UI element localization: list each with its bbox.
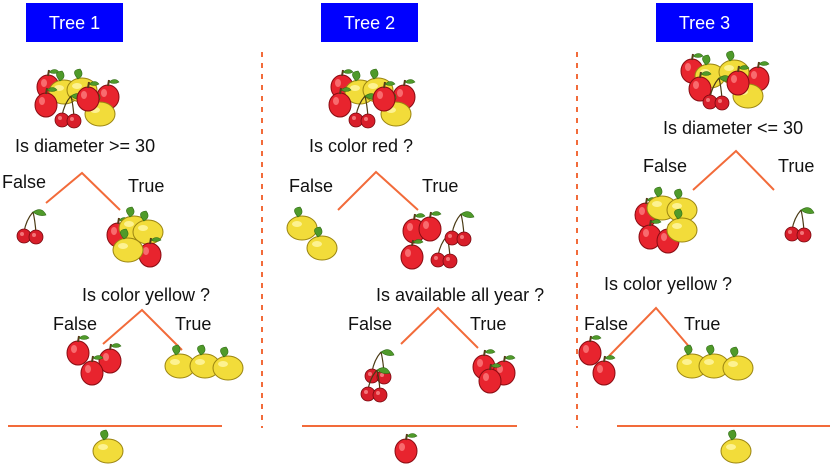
false-label: False — [643, 156, 687, 176]
false-label: False — [289, 176, 333, 196]
tree-1: Tree 1 Is diameter >= 30 False True Is c… — [2, 3, 244, 464]
mixed-fruit-icon — [634, 186, 698, 254]
branch-lines — [608, 306, 693, 357]
false-label: False — [584, 314, 628, 334]
lemons-icon — [286, 206, 338, 261]
tree-2: Tree 2 Is color red ? False True Is avai… — [286, 3, 544, 464]
apples-icon — [66, 334, 122, 386]
tree-title: Tree 1 — [49, 13, 100, 33]
true-label: True — [684, 314, 720, 334]
branch-lines — [45, 171, 121, 211]
decision-question: Is color yellow ? — [82, 285, 210, 305]
lemon-icon — [92, 429, 124, 464]
tree-title-box — [656, 3, 753, 42]
tree-title-box — [26, 3, 123, 42]
true-label: True — [778, 156, 814, 176]
mixed-fruit-icon — [680, 50, 770, 111]
mixed-fruit-icon — [106, 206, 164, 268]
branch-lines — [400, 306, 479, 349]
true-label: True — [470, 314, 506, 334]
lemons-icon — [676, 344, 754, 381]
cherries-icon — [360, 349, 395, 403]
mixed-fruit-icon — [34, 68, 120, 129]
branch-lines — [102, 308, 183, 351]
tree-title-box — [321, 3, 418, 42]
lemon-icon — [720, 429, 752, 464]
false-label: False — [53, 314, 97, 334]
apples-icon — [472, 348, 516, 394]
decision-question: Is color yellow ? — [604, 274, 732, 294]
true-label: True — [128, 176, 164, 196]
branch-lines — [692, 149, 775, 191]
apple-icon — [394, 432, 418, 464]
true-label: True — [422, 176, 458, 196]
tree-title: Tree 2 — [344, 13, 395, 33]
false-label: False — [348, 314, 392, 334]
tree-3: Tree 3 Is diameter <= 30 False True Is c… — [578, 3, 830, 464]
decision-question: Is diameter <= 30 — [663, 118, 803, 138]
false-label: False — [2, 172, 46, 192]
decision-question: Is diameter >= 30 — [15, 136, 155, 156]
cherries-icon — [16, 209, 47, 245]
mixed-fruit-icon — [328, 68, 416, 129]
tree-title: Tree 3 — [679, 13, 730, 33]
decision-question: Is available all year ? — [376, 285, 544, 305]
cherries-icon — [784, 207, 815, 243]
decision-question: Is color red ? — [309, 136, 413, 156]
true-label: True — [175, 314, 211, 334]
lemons-icon — [164, 344, 244, 381]
branch-lines — [337, 170, 419, 211]
apples-icon — [578, 334, 616, 386]
mixed-fruit-icon — [400, 210, 475, 270]
